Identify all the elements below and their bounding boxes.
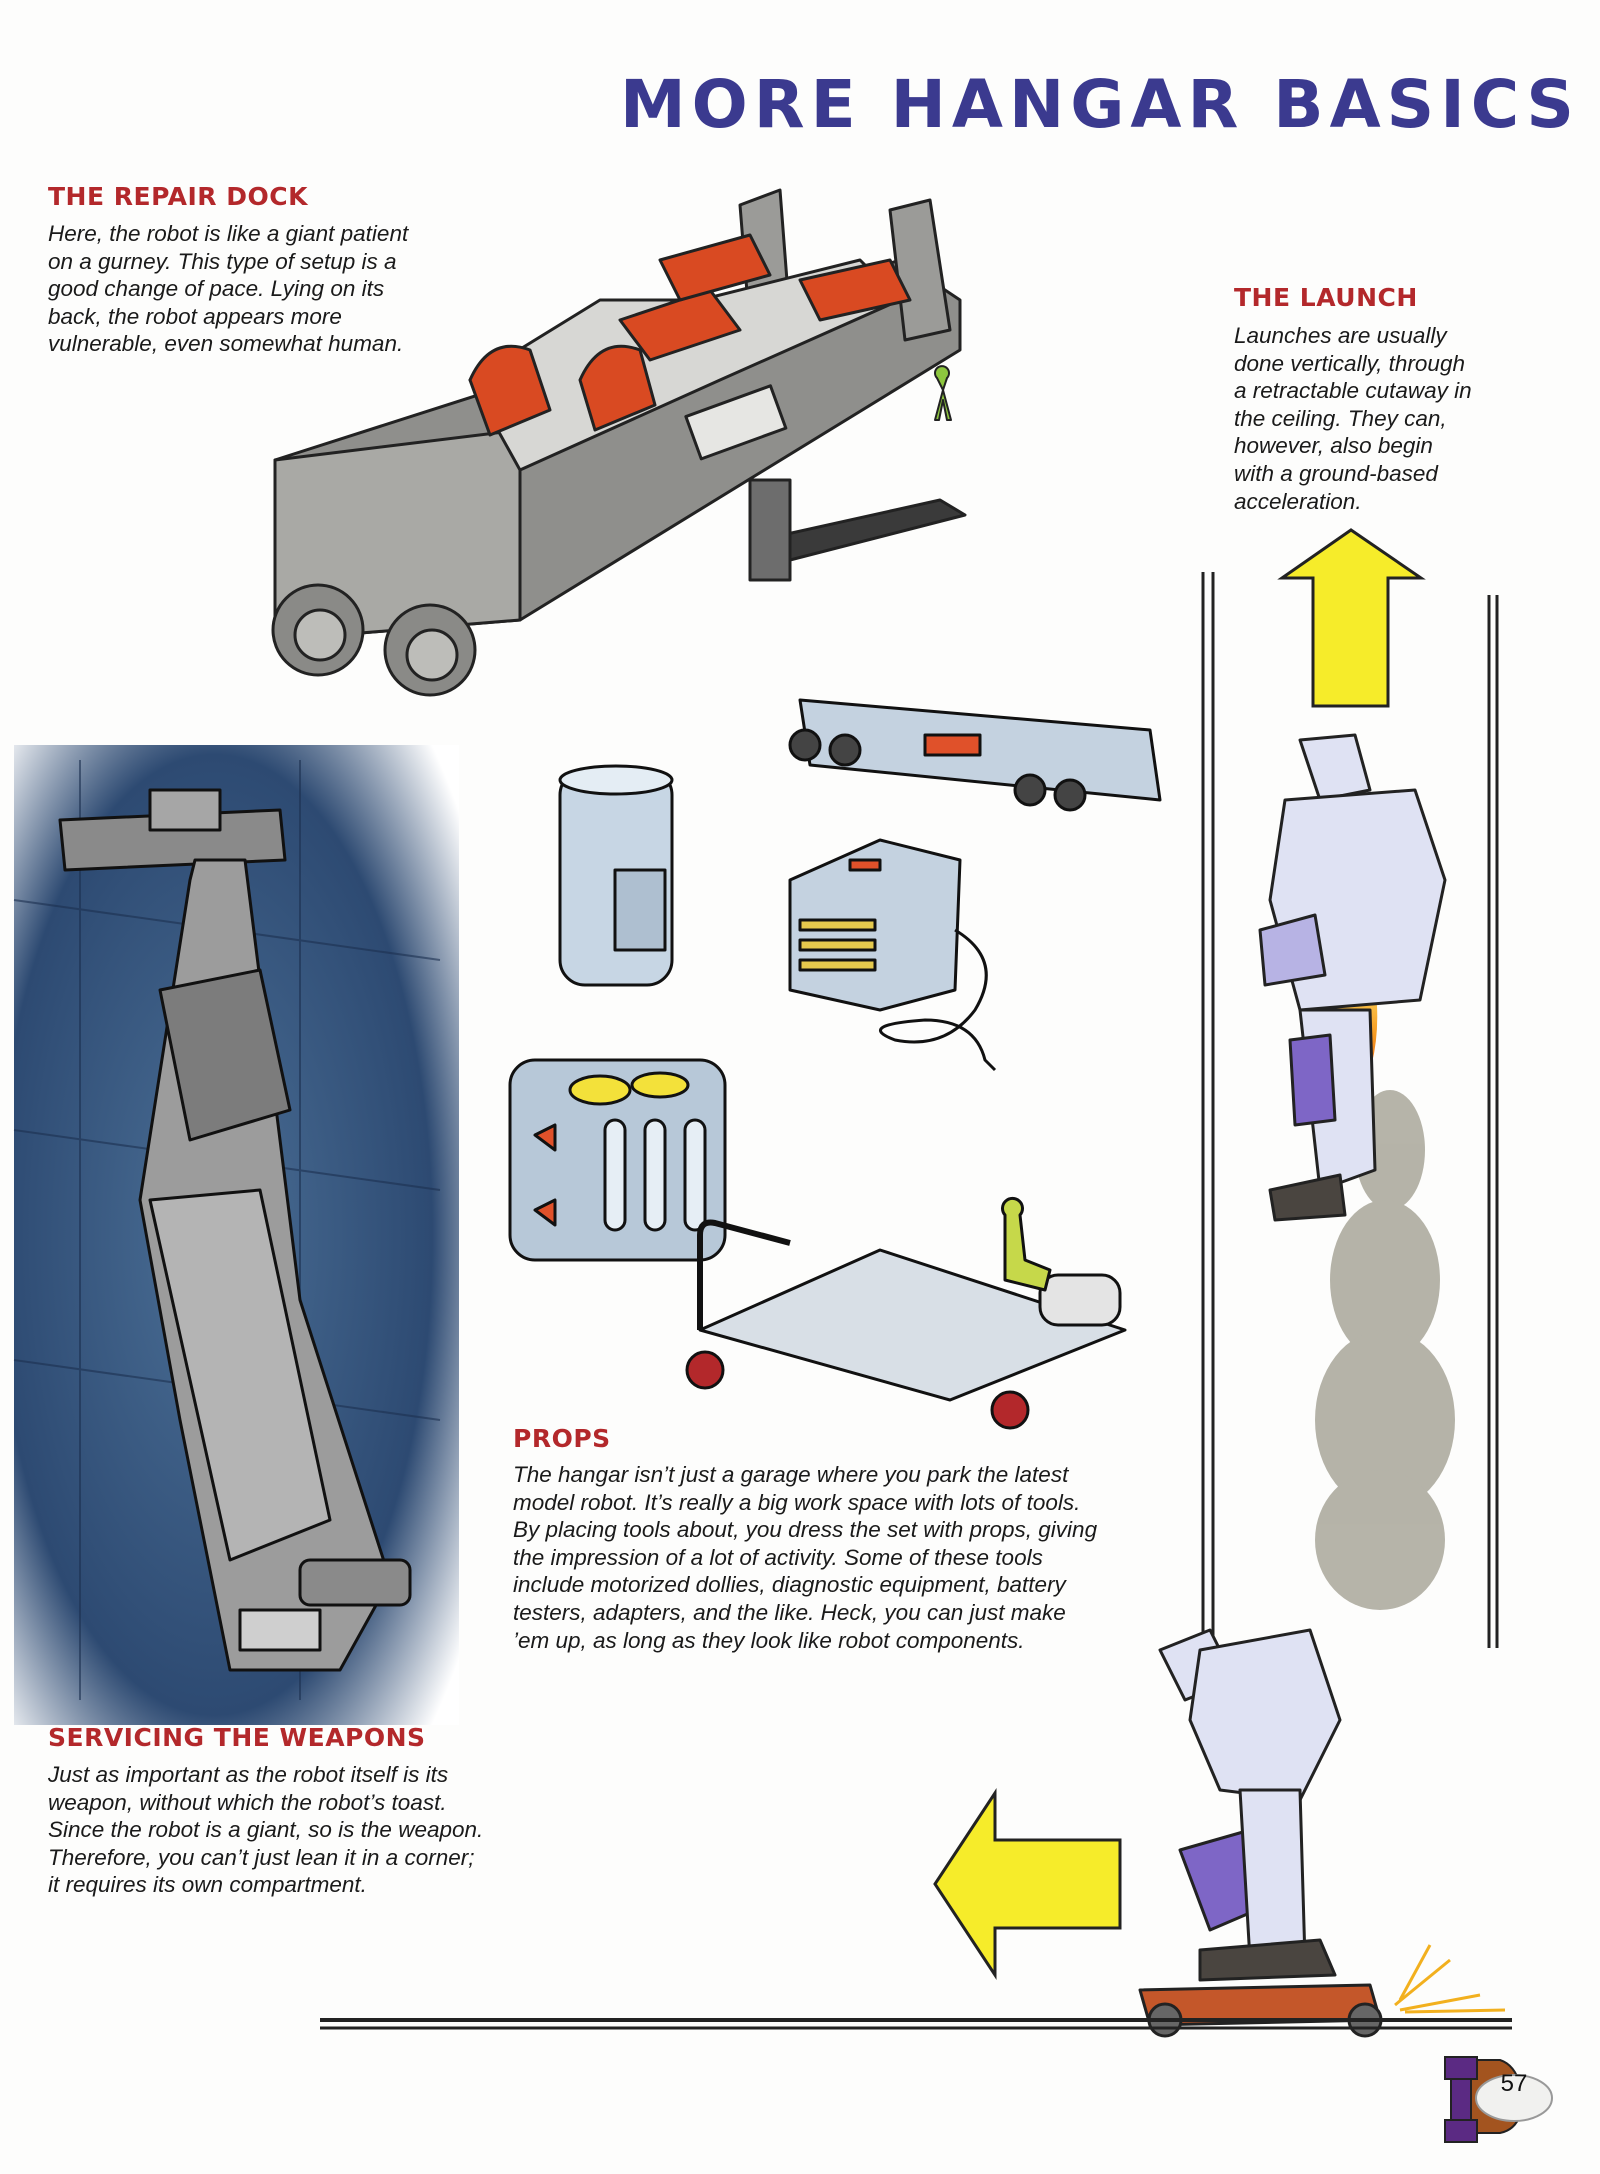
text-line: By placing tools about, you dress the se… <box>513 1517 1098 1543</box>
page-tab-icon <box>1444 2056 1553 2143</box>
props-illustrations <box>508 698 1162 1430</box>
text-line: it requires its own compartment. <box>48 1872 367 1898</box>
text-line: the ceiling. They can, <box>1234 405 1447 431</box>
text-line: good change of pace. Lying on its <box>48 276 385 302</box>
smoke-trail <box>1315 1090 1455 1610</box>
text-line: Just as important as the robot itself is… <box>48 1762 449 1787</box>
text-line: with a ground-based <box>1234 460 1438 486</box>
text-line: a retractable cutaway in <box>1234 378 1472 404</box>
props-heading: PROPS <box>513 1424 611 1453</box>
weapons-illustration <box>13 745 459 1725</box>
launch-illustration <box>933 528 1506 2038</box>
diagnostic-unit-prop <box>788 838 997 1072</box>
up-arrow-icon <box>1277 528 1426 708</box>
text-line: vulnerable, even somewhat human. <box>48 331 404 357</box>
text-line: done vertically, through <box>1234 350 1465 376</box>
repair-dock-illustration <box>271 188 967 697</box>
props-text: The hangar isn’t just a garage where you… <box>513 1461 1097 1654</box>
text-line: weapon, without which the robot’s toast. <box>48 1789 447 1815</box>
connector-bar-prop <box>788 698 1162 812</box>
text-line: the impression of a lot of activity. Som… <box>513 1544 1043 1570</box>
launch-shaft-walls <box>1201 572 1499 1648</box>
text-line: testers, adapters, and the like. Heck, y… <box>513 1599 1066 1625</box>
left-arrow-icon <box>933 1788 1122 1980</box>
flying-robot <box>1258 733 1447 1222</box>
text-line: The hangar isn’t just a garage where you… <box>513 1462 1069 1487</box>
motorized-dolly-prop <box>685 1196 1127 1430</box>
battery-prop <box>508 1058 727 1262</box>
page-number: 57 <box>1500 2070 1528 2097</box>
text-line: back, the robot appears more <box>48 303 342 329</box>
launch-heading: THE LAUNCH <box>1234 283 1418 312</box>
text-line: Therefore, you can’t just lean it in a c… <box>48 1844 475 1870</box>
text-line: Launches are usually <box>1234 323 1447 348</box>
weapons-text: Just as important as the robot itself is… <box>48 1761 483 1899</box>
sparks <box>1394 1944 1506 2014</box>
text-line: include motorized dollies, diagnostic eq… <box>513 1572 1066 1598</box>
text-line: on a gurney. This type of setup is a <box>48 248 397 274</box>
repair-dock-heading: THE REPAIR DOCK <box>48 182 308 211</box>
text-line: Since the robot is a giant, so is the we… <box>48 1817 484 1843</box>
text-line: model robot. It’s really a big work spac… <box>513 1489 1081 1515</box>
ground-robot <box>1138 1628 1383 2038</box>
text-line: however, also begin <box>1234 433 1433 459</box>
weapons-heading: SERVICING THE WEAPONS <box>48 1723 426 1752</box>
text-line: acceleration. <box>1234 488 1362 514</box>
page-title: MORE HANGAR BASICS <box>620 66 1580 143</box>
text-line: ’em up, as long as they look like robot … <box>513 1627 1025 1653</box>
text-line: Here, the robot is like a giant patient <box>48 221 409 246</box>
cylinder-prop <box>558 764 674 987</box>
